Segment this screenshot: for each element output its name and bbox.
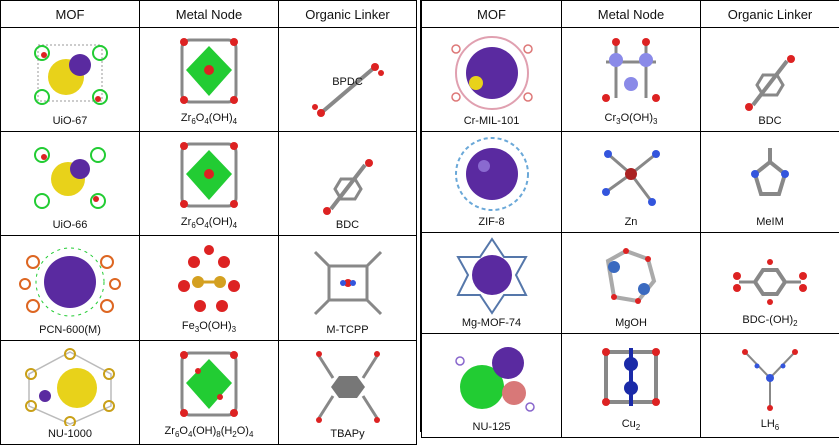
header-organic-linker: Organic Linker	[279, 1, 417, 28]
meim-linker-image	[725, 144, 815, 214]
mof-name: UiO-67	[1, 115, 139, 131]
bdc-linker-image	[725, 53, 815, 113]
mgoh-node-image	[586, 237, 676, 315]
bdc-linker-image	[303, 157, 393, 217]
mof-cell: Mg-MOF-74	[422, 233, 562, 334]
tcpp-linker-image	[303, 244, 393, 322]
node-formula: Zr6O4(OH)4	[140, 112, 278, 131]
header-organic-linker: Organic Linker	[701, 1, 839, 28]
linker-cell: M-TCPP	[279, 236, 417, 340]
bpdc-linker-image	[303, 51, 393, 129]
table-row: NU-1000 Zr6O4(OH)8(H2O)4	[1, 340, 417, 444]
zn-node-image	[586, 136, 676, 214]
nu125-structure-image	[442, 341, 542, 419]
linker-cell: LH6	[701, 334, 839, 438]
linker-name: MeIM	[701, 216, 839, 232]
header-mof: MOF	[422, 1, 562, 28]
node-cell: Zn	[562, 132, 701, 233]
cr3o-cluster-image	[586, 32, 676, 110]
node-formula: Fe3O(OH)3	[140, 320, 278, 339]
mof-cell: UiO-66	[1, 132, 140, 236]
linker-cell: BDC-(OH)2	[701, 233, 839, 334]
uio66-structure-image	[20, 139, 120, 217]
node-cell: Cu2	[562, 334, 701, 438]
table-row: UiO-66 Zr6O4(OH)4 BDC	[1, 132, 417, 236]
mof-name: NU-1000	[1, 428, 139, 444]
bdc-oh2-linker-image	[725, 252, 815, 312]
mof-cell: ZIF-8	[422, 132, 562, 233]
linker-cell: MeIM	[701, 132, 839, 233]
mgmof74-structure-image	[442, 237, 542, 315]
zr-cluster-image	[164, 136, 254, 214]
left-mof-table: MOF Metal Node Organic Linker UiO-67	[0, 0, 417, 445]
table-row: NU-125 Cu2	[422, 334, 839, 438]
mof-name: UiO-66	[1, 219, 139, 235]
tbapy-linker-image	[303, 348, 393, 426]
zif8-structure-image	[442, 136, 542, 214]
linker-name: BDC	[701, 115, 839, 131]
pcn600-structure-image	[15, 244, 125, 322]
node-formula: MgOH	[562, 317, 700, 333]
mof-cell: NU-125	[422, 334, 562, 438]
nu1000-structure-image	[15, 348, 125, 426]
node-cell: Zr6O4(OH)8(H2O)4	[140, 340, 279, 444]
linker-cell: BPDC	[279, 28, 417, 132]
mof-name: Mg-MOF-74	[422, 317, 561, 333]
linker-cell: TBAPy	[279, 340, 417, 444]
header-metal-node: Metal Node	[562, 1, 701, 28]
table-row: UiO-67 Zr6O4(OH)4 BPDC	[1, 28, 417, 132]
header-mof: MOF	[1, 1, 140, 28]
left-header-row: MOF Metal Node Organic Linker	[1, 1, 417, 28]
header-metal-node: Metal Node	[140, 1, 279, 28]
linker-name: LH6	[701, 418, 839, 437]
table-row: Mg-MOF-74 MgOH	[422, 233, 839, 334]
crmil101-structure-image	[442, 35, 542, 113]
node-formula: Zr6O4(OH)4	[140, 216, 278, 235]
right-header-row: MOF Metal Node Organic Linker	[422, 1, 839, 28]
mof-name: PCN-600(M)	[1, 324, 139, 340]
lh6-linker-image	[725, 338, 815, 416]
fe3o-cluster-image	[164, 240, 254, 318]
node-cell: MgOH	[562, 233, 701, 334]
linker-name: TBAPy	[279, 428, 416, 444]
mof-name: NU-125	[422, 421, 561, 437]
node-formula: Cr3O(OH)3	[562, 112, 700, 131]
mof-cell: NU-1000	[1, 340, 140, 444]
node-cell: Zr6O4(OH)4	[140, 132, 279, 236]
linker-cell: BDC	[279, 132, 417, 236]
node-formula: Cu2	[562, 418, 700, 437]
linker-cell: BDC	[701, 28, 839, 132]
mof-cell: PCN-600(M)	[1, 236, 140, 340]
linker-name: BDC-(OH)2	[701, 314, 839, 333]
uio67-structure-image	[20, 35, 120, 113]
linker-name: BDC	[279, 219, 416, 235]
right-mof-table: MOF Metal Node Organic Linker Cr-MIL-101	[421, 0, 839, 438]
table-row: PCN-600(M) Fe3O(OH)3	[1, 236, 417, 340]
zr-cluster-image	[164, 345, 254, 423]
mof-name: Cr-MIL-101	[422, 115, 561, 131]
mof-comparison-figure: MOF Metal Node Organic Linker UiO-67	[0, 0, 839, 432]
linker-name: M-TCPP	[279, 324, 416, 340]
mof-name: ZIF-8	[422, 216, 561, 232]
node-cell: Fe3O(OH)3	[140, 236, 279, 340]
table-row: ZIF-8 Zn M	[422, 132, 839, 233]
table-row: Cr-MIL-101 Cr3O(OH)3	[422, 28, 839, 132]
node-formula: Zn	[562, 216, 700, 232]
node-cell: Zr6O4(OH)4	[140, 28, 279, 132]
linker-name: BPDC	[279, 76, 416, 88]
mof-cell: Cr-MIL-101	[422, 28, 562, 132]
mof-cell: UiO-67	[1, 28, 140, 132]
cu2-paddlewheel-image	[586, 338, 676, 416]
zr-cluster-image	[164, 32, 254, 110]
node-cell: Cr3O(OH)3	[562, 28, 701, 132]
node-formula: Zr6O4(OH)8(H2O)4	[140, 425, 278, 444]
